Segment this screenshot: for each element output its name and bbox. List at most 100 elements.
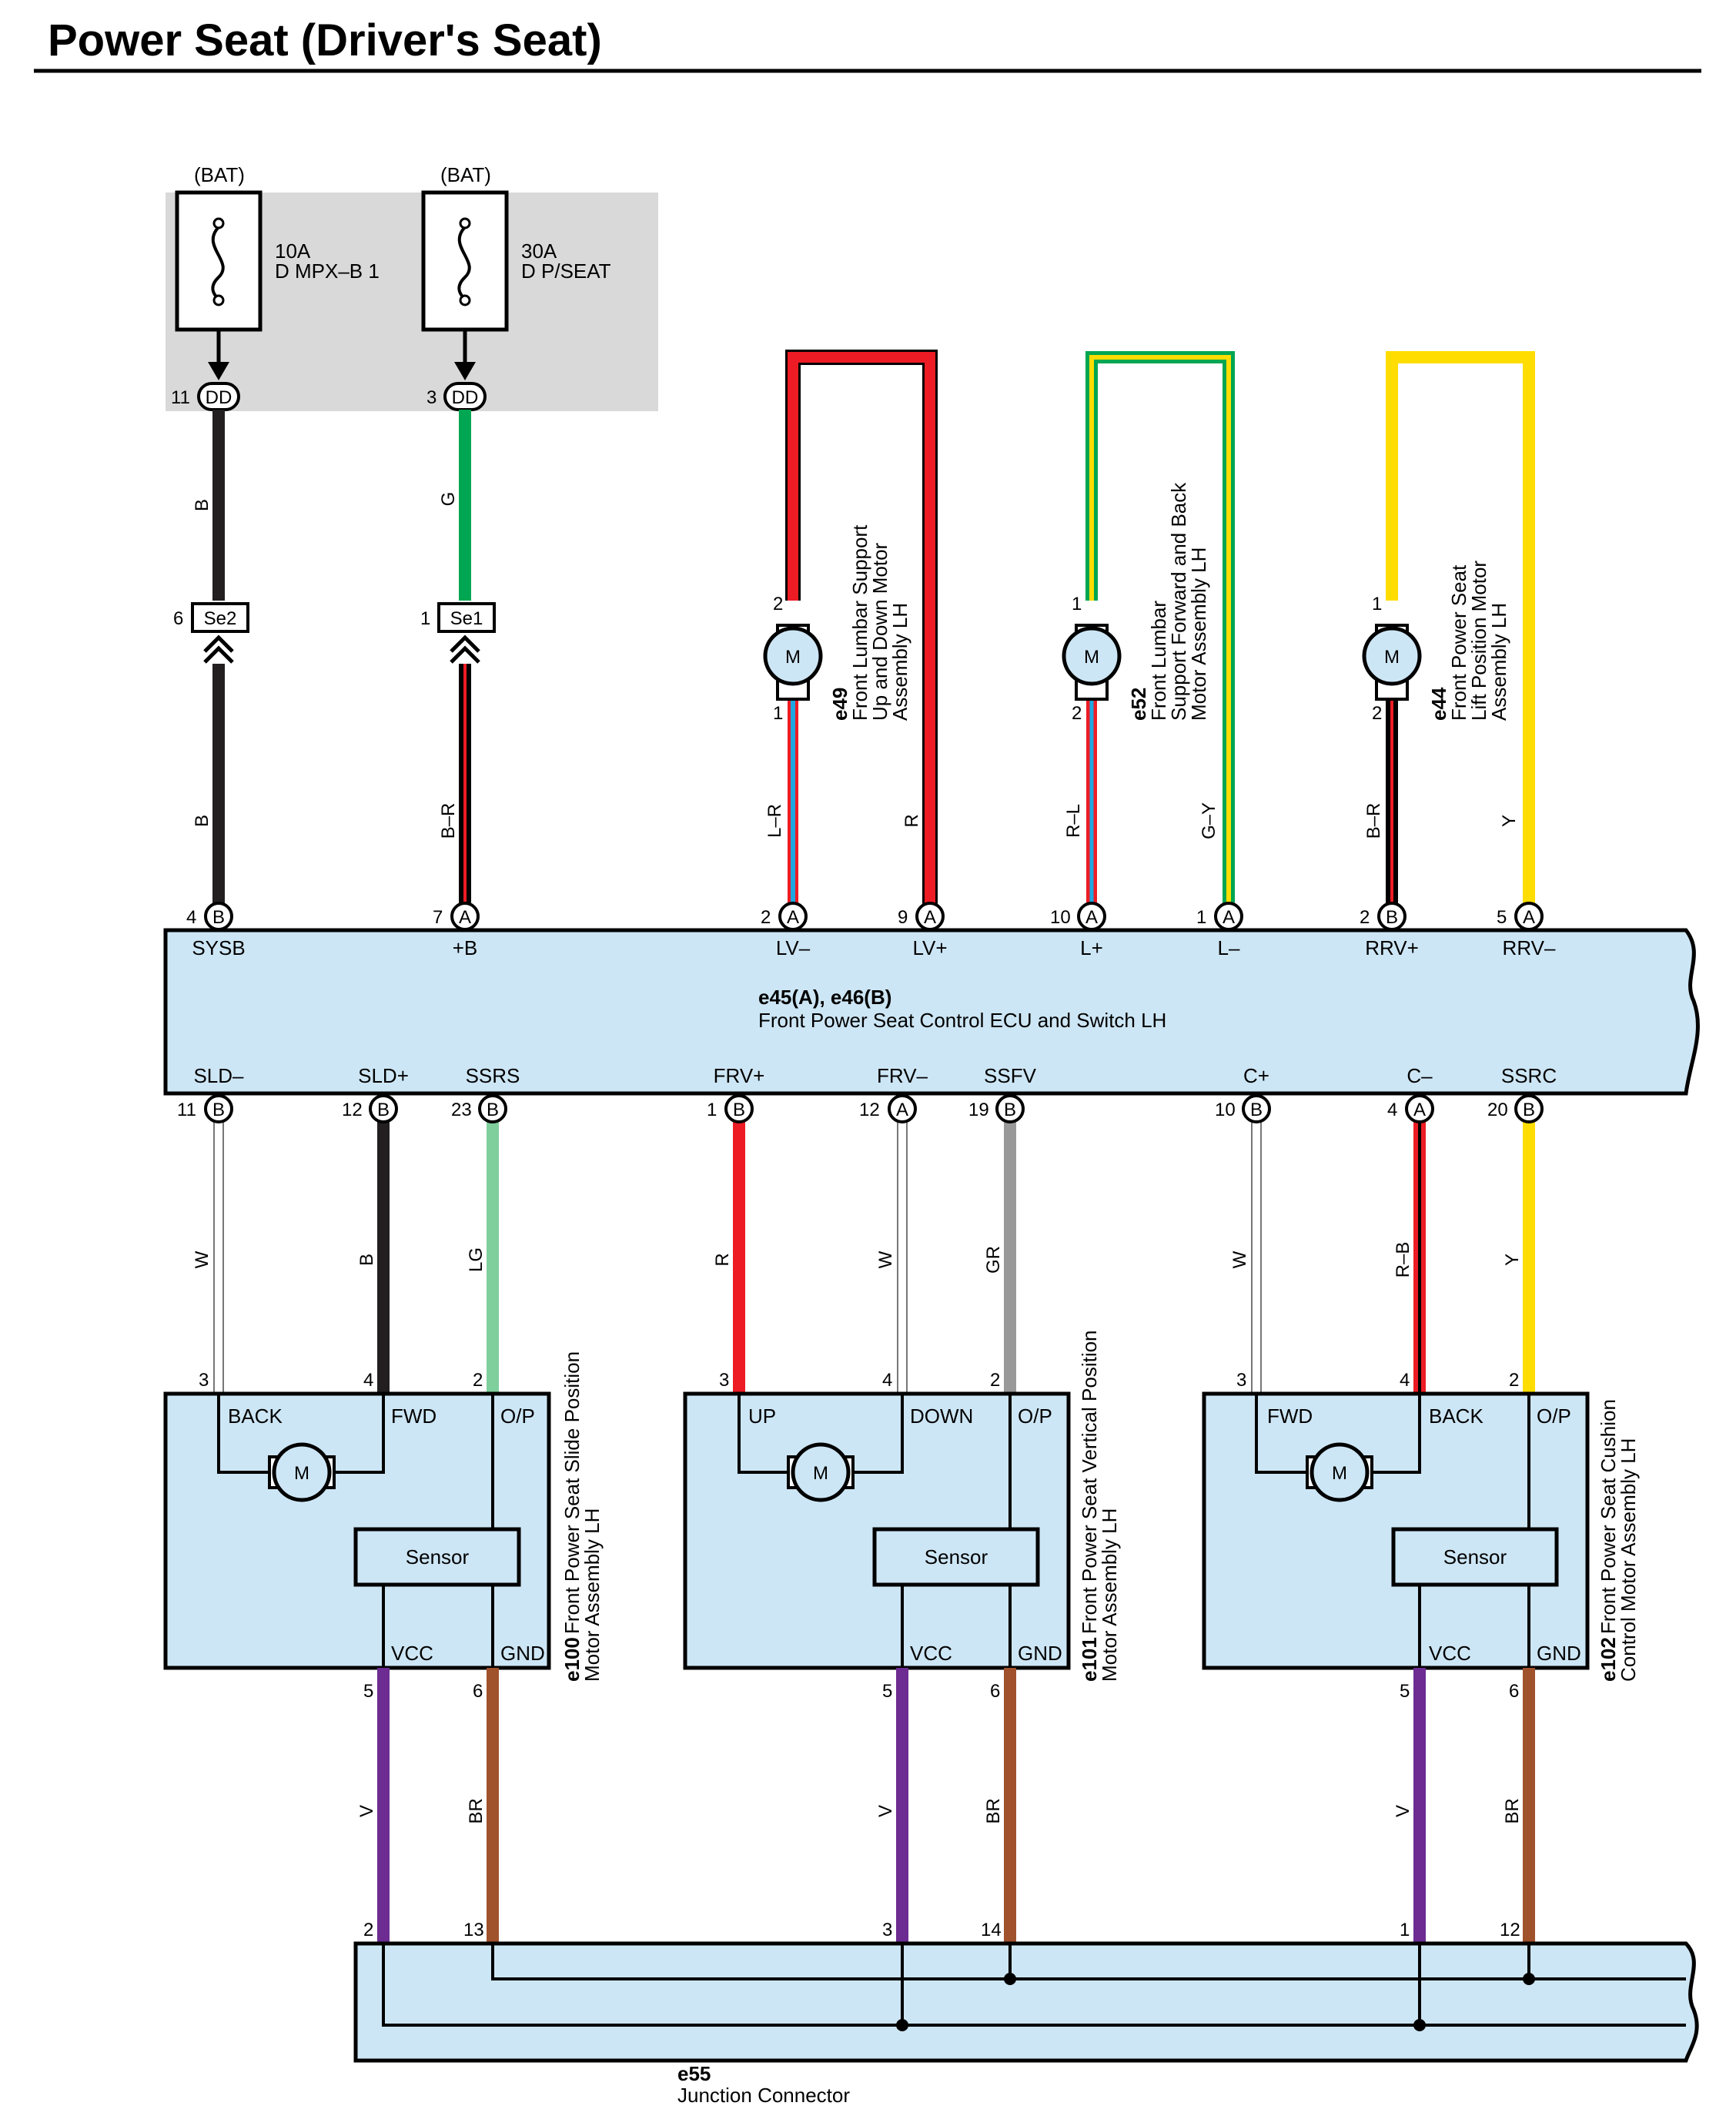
seat-motor-e101: M Sensor UP DOWN O/P VCC GND 3 4 2 5 6 e… — [683, 1330, 1121, 1702]
svg-text:V: V — [1393, 1805, 1413, 1817]
fuse-1-pin: 11 — [171, 387, 190, 408]
svg-text:A: A — [896, 1100, 908, 1120]
svg-text:14: 14 — [981, 1920, 1002, 1940]
motor-e49-desc-2: Up and Down Motor — [868, 542, 891, 721]
svg-text:O/P: O/P — [1537, 1404, 1571, 1428]
svg-text:3: 3 — [199, 1370, 209, 1391]
svg-text:B: B — [733, 1100, 745, 1120]
svg-text:B: B — [1523, 1100, 1535, 1120]
ecu-terminal-sysb: B 4 SYSB — [186, 902, 246, 959]
svg-text:L+: L+ — [1080, 936, 1103, 959]
svg-text:B: B — [1004, 1100, 1016, 1120]
fuse-2-arrow-icon — [454, 362, 476, 380]
svg-text:VCC: VCC — [391, 1642, 433, 1665]
wire-lvp-label: R — [901, 814, 922, 827]
fuse-1-name: D MPX–B 1 — [275, 259, 380, 283]
svg-text:VCC: VCC — [910, 1642, 952, 1665]
ecu-terminal-cm: A 4 — [1387, 1094, 1434, 1123]
ecu-terminal-lvp: A 9 LV+ — [898, 902, 948, 959]
fuse-1: (BAT) 10A D MPX–B 1 DD 11 — [171, 163, 380, 411]
svg-text:1: 1 — [1196, 907, 1206, 928]
ecu-terminal-plusb: A 7 +B — [433, 902, 480, 959]
se2-box — [191, 602, 249, 633]
svg-text:A: A — [787, 907, 799, 928]
motor-e44-desc-3: Assembly LH — [1487, 603, 1510, 721]
svg-text:V: V — [356, 1805, 377, 1817]
svg-text:UP: UP — [748, 1404, 776, 1428]
fuse-2-pin: 3 — [426, 387, 437, 408]
svg-text:SYSB: SYSB — [192, 936, 245, 959]
svg-text:A: A — [924, 907, 936, 928]
e49-loop — [785, 350, 938, 907]
svg-text:W: W — [875, 1250, 896, 1268]
e52-loop — [1085, 351, 1235, 907]
svg-text:6: 6 — [990, 1681, 1000, 1702]
motor-e52-desc-3: Motor Assembly LH — [1187, 547, 1210, 721]
ecu-terminal-frvp: B 1 — [707, 1094, 754, 1123]
fuse-2-source: (BAT) — [440, 163, 491, 186]
ecu-bottom-labels: SLD– SLD+ SSRS FRV+ FRV– SSFV C+ C– SSRC — [193, 1064, 1557, 1087]
svg-text:2: 2 — [473, 1370, 483, 1391]
junction-connector-e55: 2 13 3 14 1 12 e55 Junction Connector — [353, 1920, 1699, 2107]
junction-id: e55 — [677, 2062, 711, 2085]
svg-text:LV+: LV+ — [912, 936, 947, 959]
fuse-2-bottom-dot — [459, 294, 471, 306]
ecu-terminal-rrvp: B 2 RRV+ — [1360, 902, 1419, 959]
wire-lvm-label: L–R — [764, 804, 785, 838]
ecu-id: e45(A), e46(B) — [758, 986, 891, 1009]
se1-pin: 1 — [420, 608, 430, 629]
ecu-terminal-cp: B 10 — [1215, 1094, 1271, 1123]
seat-motor-e100: M Sensor BACK FWD O/P VCC GND 3 4 2 5 6 … — [163, 1351, 604, 1702]
svg-text:7: 7 — [433, 907, 443, 928]
motor-e44-desc-2: Lift Position Motor — [1467, 561, 1490, 721]
motor-e52-desc-1: Front Lumbar — [1147, 601, 1170, 721]
ecu-terminal-lvm: A 2 LV– — [761, 902, 811, 959]
svg-text:BR: BR — [1502, 1798, 1523, 1823]
ecu-top-terminals: B 4 SYSB A 7 +B A 2 LV– A 9 LV+ A 10 L+ — [186, 902, 1556, 959]
splice-dot — [896, 2019, 908, 2031]
svg-text:2: 2 — [1509, 1370, 1519, 1391]
svg-text:GND: GND — [1018, 1642, 1062, 1665]
svg-text:B: B — [1386, 907, 1398, 928]
motor-e52-id: e52 — [1127, 688, 1150, 721]
svg-text:6: 6 — [1509, 1681, 1519, 1702]
svg-text:Sensor: Sensor — [925, 1545, 988, 1569]
svg-text:FRV–: FRV– — [877, 1064, 928, 1087]
svg-text:5: 5 — [363, 1681, 373, 1702]
svg-text:BR: BR — [466, 1798, 487, 1823]
splice-dot — [1004, 1973, 1016, 1985]
power-wire-labels: V BR V BR V BR — [356, 1798, 1523, 1823]
svg-text:Front Power Seat Cushion: Front Power Seat Cushion — [1597, 1399, 1620, 1634]
ecu-terminal-ssfv: B 19 — [968, 1094, 1025, 1123]
e44-loop — [1386, 351, 1535, 907]
svg-text:4: 4 — [363, 1370, 373, 1391]
svg-text:19: 19 — [968, 1100, 989, 1120]
motor-e52-pin-bottom: 2 — [1072, 703, 1082, 724]
motor-e44-pin-bottom: 2 — [1372, 703, 1382, 724]
svg-text:O/P: O/P — [1018, 1404, 1052, 1428]
wire-sysb-label: B — [192, 815, 212, 827]
ecu-terminal-lm: A 1 L– — [1196, 902, 1243, 959]
svg-text:GR: GR — [983, 1246, 1004, 1274]
seat-motor-e101-icon — [791, 1442, 851, 1502]
ecu-terminal-ssrs: B 23 — [451, 1094, 507, 1123]
svg-text:SSRC: SSRC — [1501, 1064, 1557, 1087]
svg-text:6: 6 — [473, 1681, 483, 1702]
fuse-1-conn-label: DD — [206, 387, 232, 408]
motor-e44: M 1 2 e44 Front Power Seat Lift Position… — [1362, 561, 1510, 724]
motor-e49-pin-bottom: 1 — [773, 703, 783, 724]
svg-text:9: 9 — [898, 907, 908, 928]
svg-text:4: 4 — [1387, 1100, 1397, 1120]
fuse-2: (BAT) 30A D P/SEAT DD 3 — [421, 163, 611, 411]
svg-text:W: W — [1229, 1250, 1250, 1268]
fuse-1-top-dot — [212, 217, 225, 229]
svg-text:A: A — [1523, 907, 1535, 928]
svg-text:e102: e102 — [1597, 1637, 1620, 1682]
svg-text:M: M — [294, 1463, 309, 1484]
svg-text:B: B — [1250, 1100, 1263, 1120]
svg-text:10: 10 — [1050, 907, 1071, 928]
bottom-wire-labels: W B LG R W GR W R–B Y — [192, 1242, 1523, 1278]
wire-plusb-label: B–R — [438, 803, 459, 839]
motor-e52-pin-top: 1 — [1072, 594, 1082, 614]
